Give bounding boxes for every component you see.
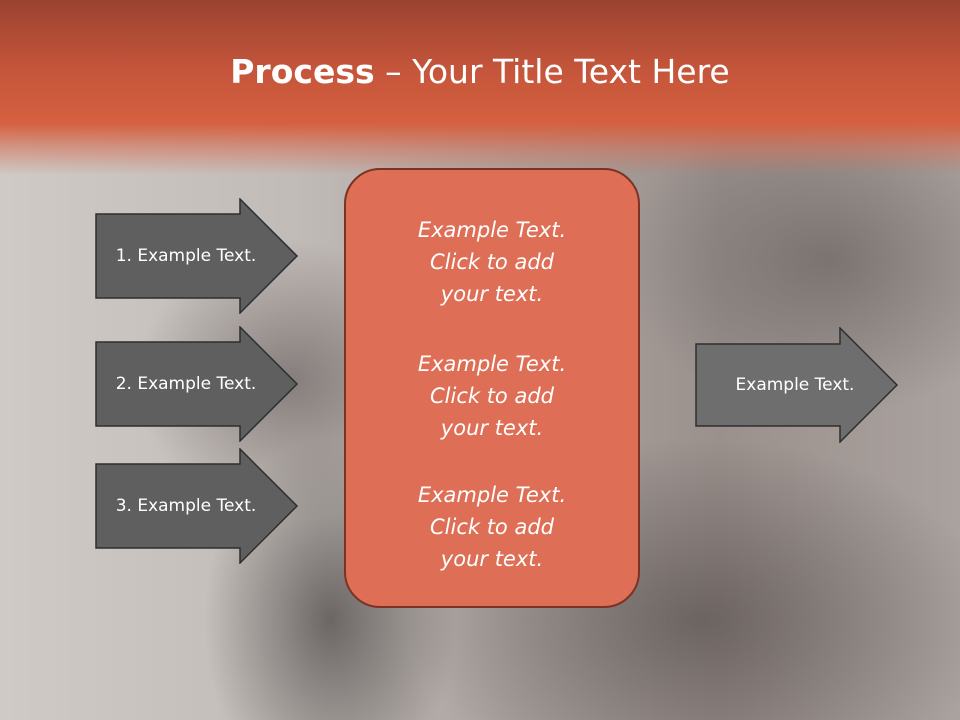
center-block-1-line2: Click to add bbox=[429, 250, 554, 274]
center-block-1: Example Text. Click to add your text. bbox=[346, 214, 638, 310]
header-band bbox=[0, 0, 960, 175]
center-block-2: Example Text. Click to add your text. bbox=[346, 348, 638, 444]
arrow-1[interactable]: 1. Example Text. bbox=[95, 198, 299, 314]
center-block-3: Example Text. Click to add your text. bbox=[346, 479, 638, 575]
center-block-3-line1: Example Text. bbox=[417, 483, 567, 507]
center-block-1-line3: your text. bbox=[440, 282, 544, 306]
title-bold: Process bbox=[230, 52, 375, 91]
arrow-1-label: 1. Example Text. bbox=[115, 246, 257, 266]
center-text-box[interactable]: Example Text. Click to add your text. Ex… bbox=[344, 168, 640, 608]
center-block-1-line1: Example Text. bbox=[417, 218, 567, 242]
arrow-shape-icon bbox=[95, 198, 299, 314]
center-block-2-line2: Click to add bbox=[429, 384, 554, 408]
arrow-shape-icon bbox=[695, 327, 899, 443]
title-rest: – Your Title Text Here bbox=[374, 52, 730, 91]
arrow-shape-icon bbox=[95, 448, 299, 564]
arrow-shape-icon bbox=[95, 326, 299, 442]
arrow-2-label: 2. Example Text. bbox=[115, 374, 257, 394]
center-block-2-line1: Example Text. bbox=[417, 352, 567, 376]
slide-title[interactable]: Process – Your Title Text Here bbox=[0, 52, 960, 91]
center-block-2-line3: your text. bbox=[440, 416, 544, 440]
arrow-3[interactable]: 3. Example Text. bbox=[95, 448, 299, 564]
center-block-3-line3: your text. bbox=[440, 547, 544, 571]
arrow-right-label: Example Text. bbox=[735, 375, 855, 395]
arrow-right[interactable]: Example Text. bbox=[695, 327, 899, 443]
center-block-3-line2: Click to add bbox=[429, 515, 554, 539]
arrow-2[interactable]: 2. Example Text. bbox=[95, 326, 299, 442]
arrow-3-label: 3. Example Text. bbox=[115, 496, 257, 516]
